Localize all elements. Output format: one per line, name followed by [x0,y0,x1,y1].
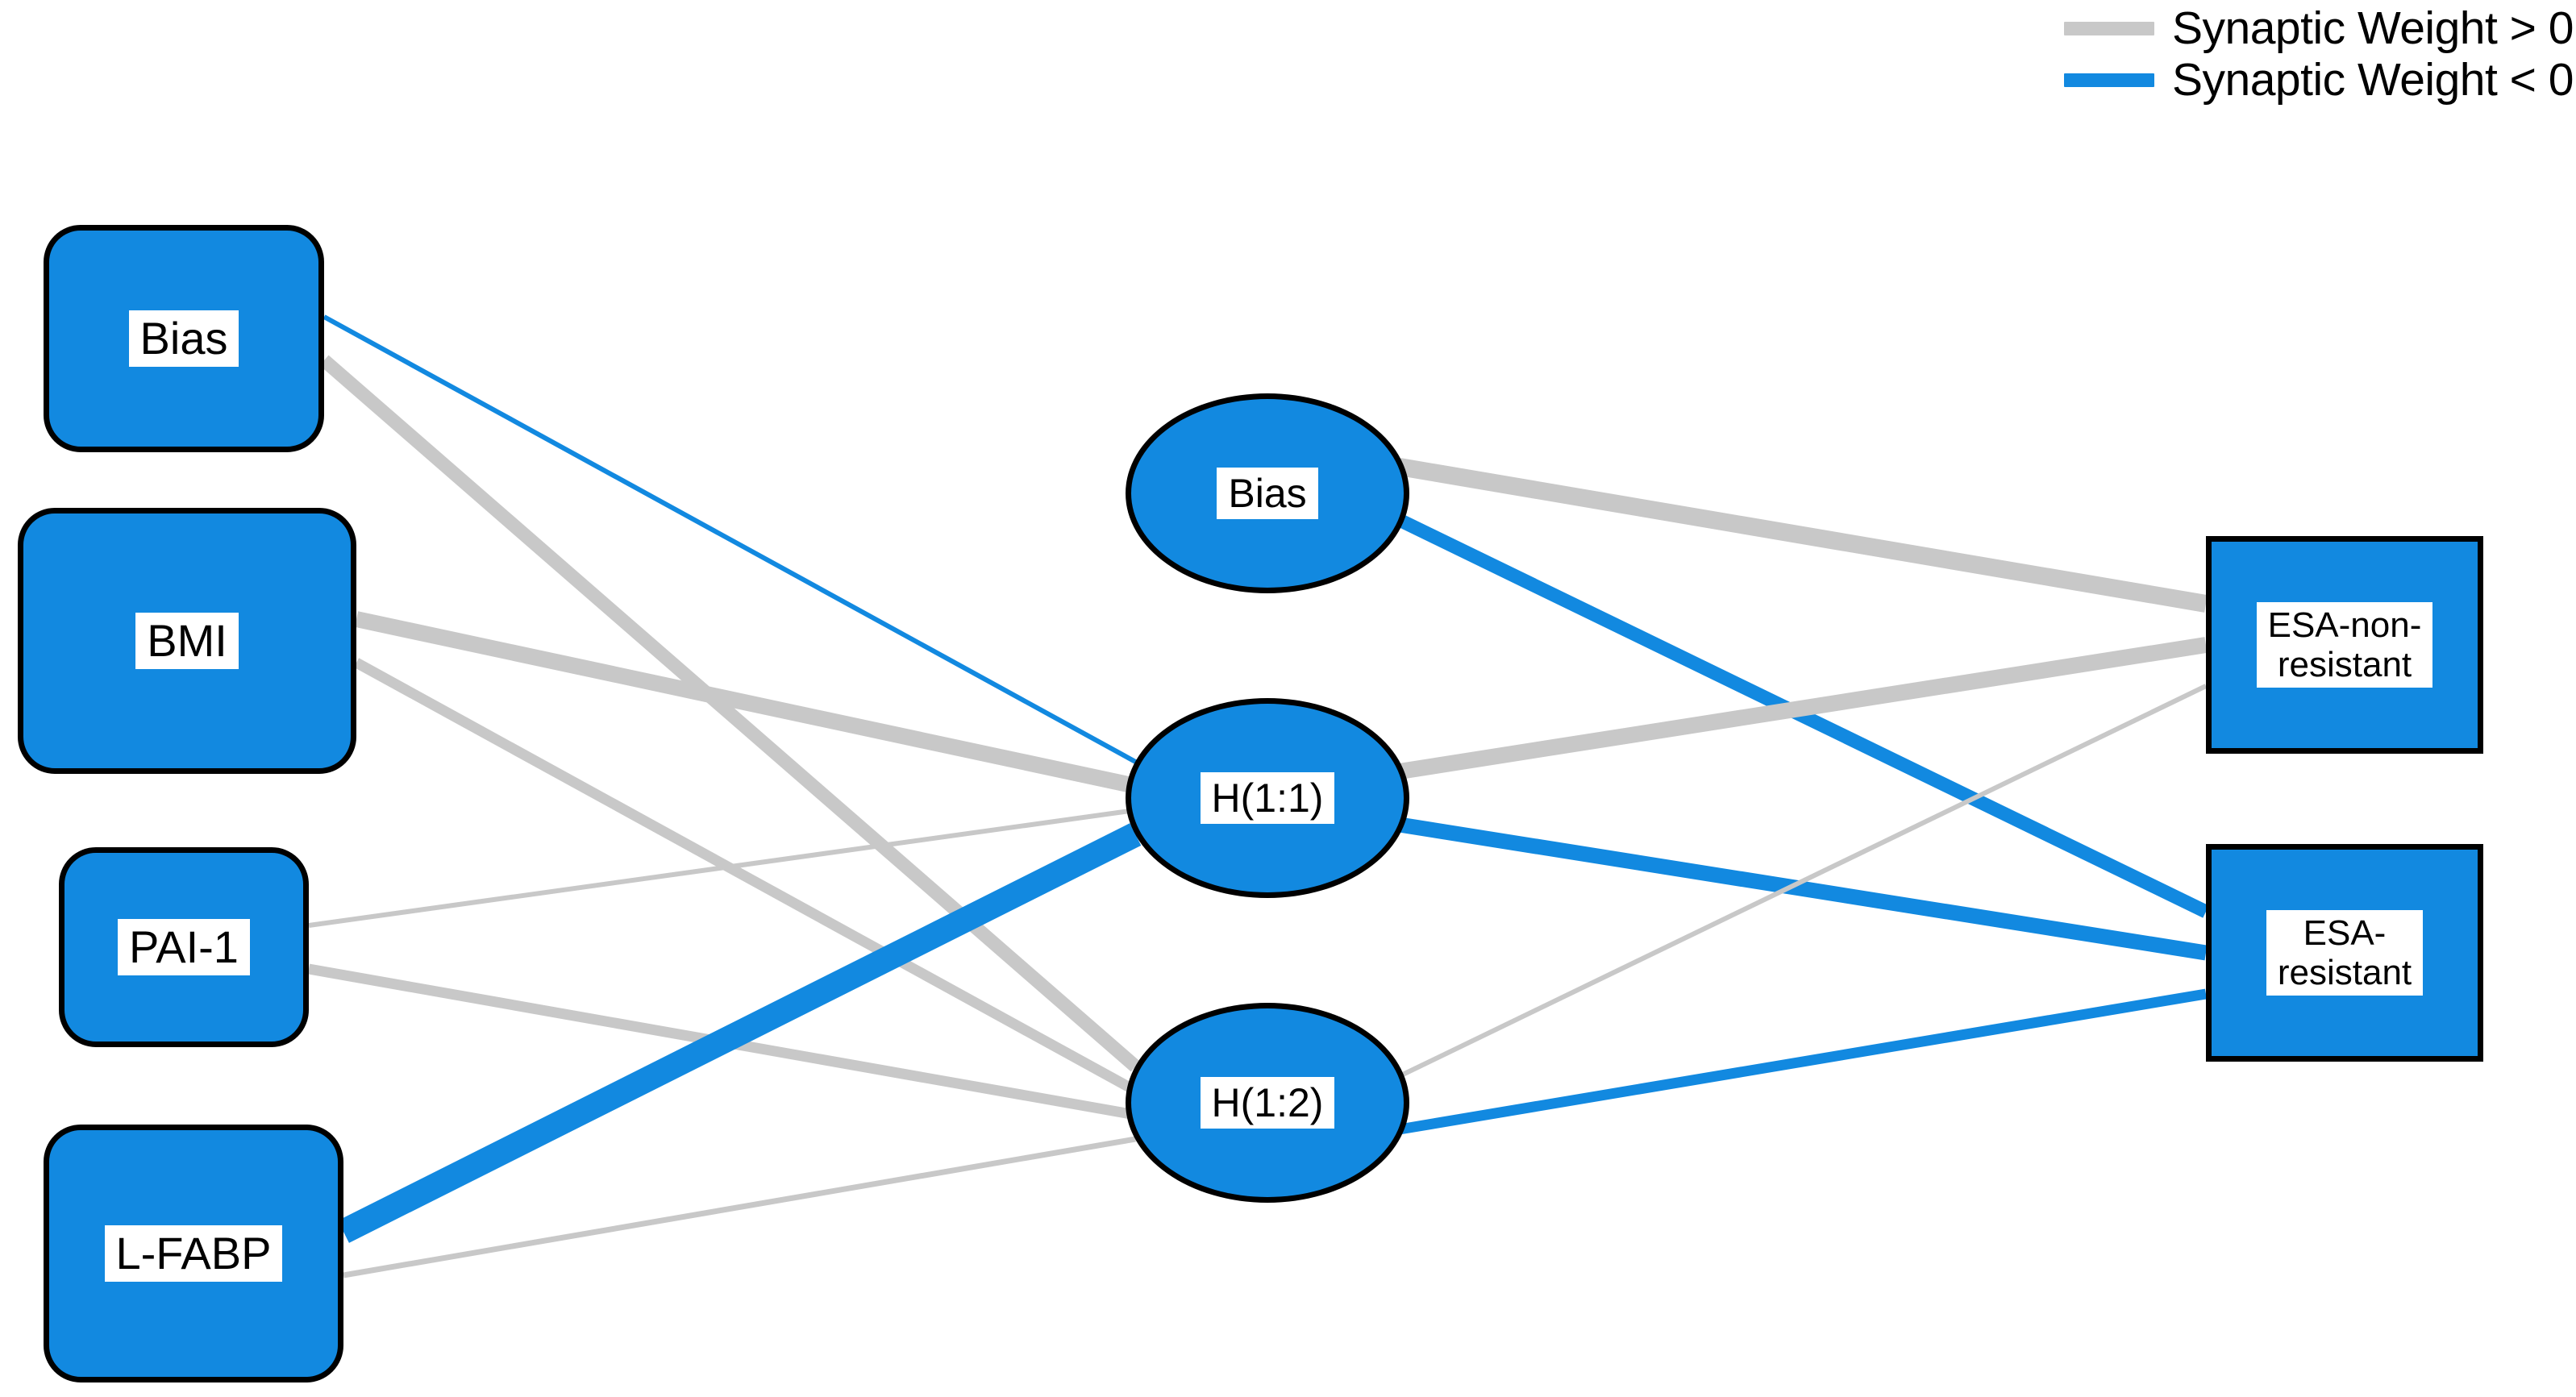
node-in-bias[interactable]: Bias [44,225,324,452]
node-label: ESA- resistant [2266,909,2424,996]
node-in-bmi[interactable]: BMI [18,508,356,774]
legend-item-negative: Synaptic Weight < 0 [2064,54,2576,106]
edge-h-1-1-to-out-res [1398,817,2208,961]
edge-in-bmi-to-h-1-1 [354,611,1138,794]
node-label: H(1:1) [1200,772,1335,824]
edge-in-lfabp-to-h-1-1 [338,823,1142,1243]
node-label: Bias [128,310,239,368]
edge-in-bias-to-h-1-2 [319,355,1140,1072]
node-out-res[interactable]: ESA- resistant [2206,844,2483,1062]
node-label: Bias [1217,468,1318,519]
edge-h-1-1-to-out-nonres [1398,637,2208,780]
edge-in-bmi-to-h-1-2 [353,658,1138,1096]
node-h-1-2[interactable]: H(1:2) [1126,1003,1409,1203]
node-in-pai1[interactable]: PAI-1 [59,847,309,1047]
node-h-1-1[interactable]: H(1:1) [1126,698,1409,898]
node-label: H(1:2) [1200,1077,1335,1129]
node-label: PAI-1 [118,918,250,976]
edge-in-lfabp-to-h-1-2 [343,1136,1136,1279]
node-label: ESA-non- resistant [2256,601,2433,688]
negative-weight-swatch [2064,73,2154,87]
node-h-bias[interactable]: Bias [1126,393,1409,593]
node-label: BMI [135,612,239,670]
edge-in-bias-to-h-1-1 [323,314,1137,764]
node-in-lfabp[interactable]: L-FABP [44,1125,343,1382]
edge-h-1-2-to-out-res [1398,988,2208,1135]
edge-in-pai1-to-h-1-1 [308,808,1136,928]
node-out-nonres[interactable]: ESA-non- resistant [2206,536,2483,754]
legend-label: Synaptic Weight < 0 [2172,54,2574,106]
legend-item-positive: Synaptic Weight > 0 [2064,2,2576,54]
edge-h-bias-to-out-nonres [1397,458,2208,613]
legend-label: Synaptic Weight > 0 [2172,2,2574,54]
edge-h-1-2-to-out-nonres [1398,684,2208,1079]
positive-weight-swatch [2064,21,2154,35]
node-label: L-FABP [104,1224,283,1283]
